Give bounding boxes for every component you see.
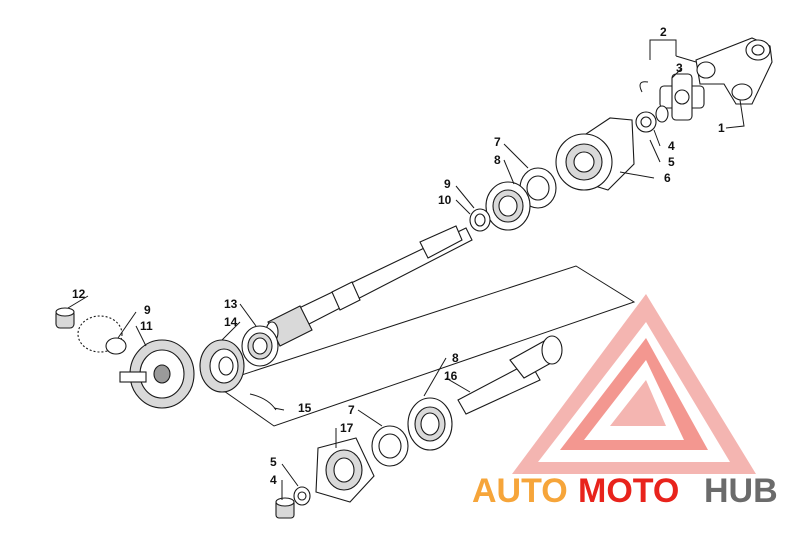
callout-14: 14 bbox=[224, 315, 238, 329]
bearing-part-upper bbox=[485, 181, 531, 231]
callout-3: 3 bbox=[676, 61, 683, 75]
flange-plate-part bbox=[315, 437, 375, 503]
callout-5-lower: 5 bbox=[270, 455, 277, 469]
callout-2: 2 bbox=[660, 25, 667, 39]
callout-9-lower: 9 bbox=[144, 303, 151, 317]
automotohub-logo bbox=[512, 294, 756, 474]
callout-11: 11 bbox=[140, 319, 153, 333]
input-shaft-part bbox=[457, 335, 563, 415]
callout-12: 12 bbox=[72, 287, 86, 301]
bearing-cap-part bbox=[655, 105, 669, 123]
callout-8-lower: 8 bbox=[452, 351, 459, 365]
nut-part bbox=[275, 497, 295, 519]
washer-hole-lower bbox=[297, 491, 307, 501]
leader-lines bbox=[67, 39, 745, 500]
callout-5-upper: 5 bbox=[668, 155, 675, 169]
output-shaft-part bbox=[265, 225, 473, 347]
callout-16: 16 bbox=[444, 369, 458, 383]
washer-hole bbox=[640, 116, 652, 128]
seal-part-lower bbox=[371, 425, 409, 467]
yoke-part bbox=[695, 37, 773, 105]
shim-washer-hole bbox=[474, 213, 486, 227]
bearing-part-lower bbox=[407, 397, 453, 451]
callout-6: 6 bbox=[664, 171, 671, 185]
callout-13: 13 bbox=[224, 297, 238, 311]
flange-coupler-part bbox=[555, 117, 635, 191]
callout-15: 15 bbox=[298, 401, 312, 415]
callout-7-upper: 7 bbox=[494, 135, 501, 149]
gear-group-outline bbox=[212, 265, 636, 427]
callout-8-upper: 8 bbox=[494, 153, 501, 167]
snap-ring-part bbox=[639, 81, 649, 93]
spur-gear-part bbox=[119, 339, 195, 409]
callout-4-upper: 4 bbox=[668, 139, 675, 153]
bevel-gear-part bbox=[199, 339, 245, 393]
callout-10: 10 bbox=[438, 193, 452, 207]
logo-text-auto: AUTO bbox=[472, 472, 568, 510]
callout-17: 17 bbox=[340, 421, 354, 435]
callout-1: 1 bbox=[718, 121, 725, 135]
callout-7-lower: 7 bbox=[348, 403, 355, 417]
bushing-part bbox=[55, 307, 75, 329]
callout-4-lower: 4 bbox=[270, 473, 277, 487]
logo-text-hub: HUB bbox=[704, 472, 778, 510]
bearing-part-mid bbox=[241, 325, 279, 367]
thrust-washer-part bbox=[105, 337, 127, 355]
cross-spider-part bbox=[659, 73, 705, 121]
logo-text-moto: MOTO bbox=[578, 472, 679, 510]
callout-9-upper: 9 bbox=[444, 177, 451, 191]
snap-ring-lower bbox=[249, 393, 277, 411]
